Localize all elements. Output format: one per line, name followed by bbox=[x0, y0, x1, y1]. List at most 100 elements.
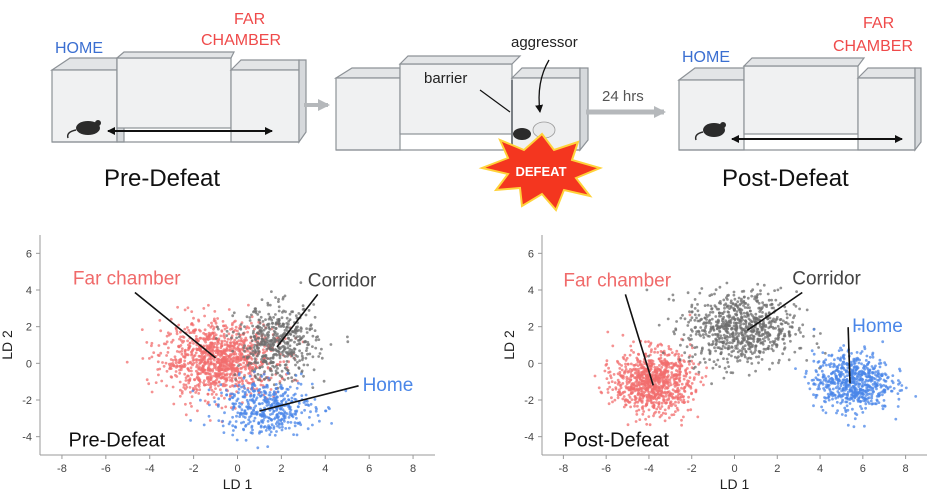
data-point bbox=[240, 353, 244, 357]
data-point bbox=[713, 346, 716, 350]
data-point bbox=[627, 388, 631, 392]
data-point bbox=[625, 375, 629, 379]
data-point bbox=[237, 387, 241, 391]
data-point bbox=[871, 389, 875, 393]
data-point bbox=[292, 351, 296, 355]
data-point bbox=[663, 408, 667, 412]
data-point bbox=[237, 391, 240, 395]
data-point bbox=[243, 349, 246, 353]
data-point bbox=[203, 360, 207, 364]
data-point bbox=[195, 365, 199, 369]
data-point bbox=[781, 337, 785, 341]
plot-title: Post-Defeat bbox=[563, 429, 669, 451]
data-point bbox=[697, 373, 700, 376]
data-point bbox=[857, 385, 861, 388]
plot-title: Pre-Defeat bbox=[69, 429, 166, 451]
data-point bbox=[233, 425, 237, 428]
data-point bbox=[782, 319, 785, 323]
data-point bbox=[177, 344, 181, 348]
data-point bbox=[661, 394, 665, 398]
data-point bbox=[743, 306, 747, 309]
data-point bbox=[630, 398, 634, 401]
data-point bbox=[761, 301, 764, 305]
data-point bbox=[683, 360, 686, 363]
data-point bbox=[638, 418, 642, 421]
data-point bbox=[715, 307, 719, 311]
x-tick-label: -2 bbox=[189, 463, 199, 475]
data-point bbox=[866, 363, 869, 366]
data-point bbox=[845, 387, 848, 391]
data-point bbox=[748, 306, 751, 310]
data-point bbox=[774, 337, 778, 341]
data-point bbox=[258, 431, 261, 435]
data-point bbox=[861, 411, 865, 414]
data-point bbox=[692, 398, 695, 401]
data-point bbox=[619, 383, 623, 387]
data-point bbox=[252, 354, 255, 357]
series-far-chamber bbox=[593, 313, 708, 427]
x-tick-label: 4 bbox=[322, 463, 328, 475]
data-point bbox=[657, 323, 661, 327]
data-point bbox=[653, 397, 657, 400]
data-point bbox=[285, 351, 289, 355]
data-point bbox=[674, 327, 678, 331]
data-point bbox=[853, 387, 857, 391]
data-point bbox=[791, 321, 794, 324]
data-point bbox=[222, 431, 226, 434]
data-point bbox=[648, 359, 651, 363]
data-point bbox=[886, 376, 889, 380]
data-point bbox=[694, 389, 698, 393]
data-point bbox=[197, 339, 200, 343]
data-point bbox=[249, 369, 252, 373]
data-point bbox=[223, 339, 227, 343]
data-point bbox=[625, 380, 629, 384]
data-point bbox=[202, 307, 206, 310]
data-point bbox=[850, 393, 854, 396]
data-point bbox=[633, 398, 637, 402]
data-point bbox=[264, 318, 267, 321]
data-point bbox=[240, 385, 243, 389]
data-point bbox=[730, 345, 734, 348]
data-point bbox=[675, 381, 679, 385]
data-point bbox=[187, 369, 191, 373]
data-point bbox=[265, 362, 269, 366]
data-point bbox=[299, 281, 303, 284]
data-point bbox=[867, 402, 871, 405]
data-point bbox=[183, 372, 187, 376]
data-point bbox=[313, 398, 317, 401]
data-point bbox=[677, 401, 680, 404]
data-point bbox=[861, 382, 865, 386]
data-point bbox=[290, 338, 293, 342]
data-point bbox=[191, 359, 195, 362]
data-point bbox=[242, 384, 246, 388]
data-point bbox=[805, 308, 809, 312]
data-point bbox=[209, 360, 213, 363]
data-point bbox=[652, 404, 656, 407]
data-point bbox=[275, 371, 278, 375]
data-point bbox=[607, 402, 611, 406]
data-point bbox=[217, 369, 221, 372]
data-point bbox=[845, 393, 849, 396]
data-point bbox=[840, 348, 844, 352]
data-point bbox=[306, 352, 309, 356]
data-point bbox=[681, 313, 684, 317]
data-point bbox=[656, 345, 659, 348]
data-point bbox=[768, 333, 771, 337]
data-point bbox=[234, 420, 238, 423]
data-point bbox=[232, 405, 236, 408]
data-point bbox=[846, 423, 850, 427]
data-point bbox=[772, 317, 775, 321]
data-point bbox=[714, 315, 718, 318]
data-point bbox=[271, 322, 274, 325]
data-point bbox=[271, 325, 274, 329]
series-corridor bbox=[645, 281, 827, 386]
data-point bbox=[286, 354, 289, 358]
data-point bbox=[249, 394, 253, 397]
data-point bbox=[207, 388, 211, 392]
data-point bbox=[666, 370, 670, 374]
data-point bbox=[217, 384, 220, 388]
data-point bbox=[857, 327, 861, 331]
data-point bbox=[672, 362, 676, 366]
